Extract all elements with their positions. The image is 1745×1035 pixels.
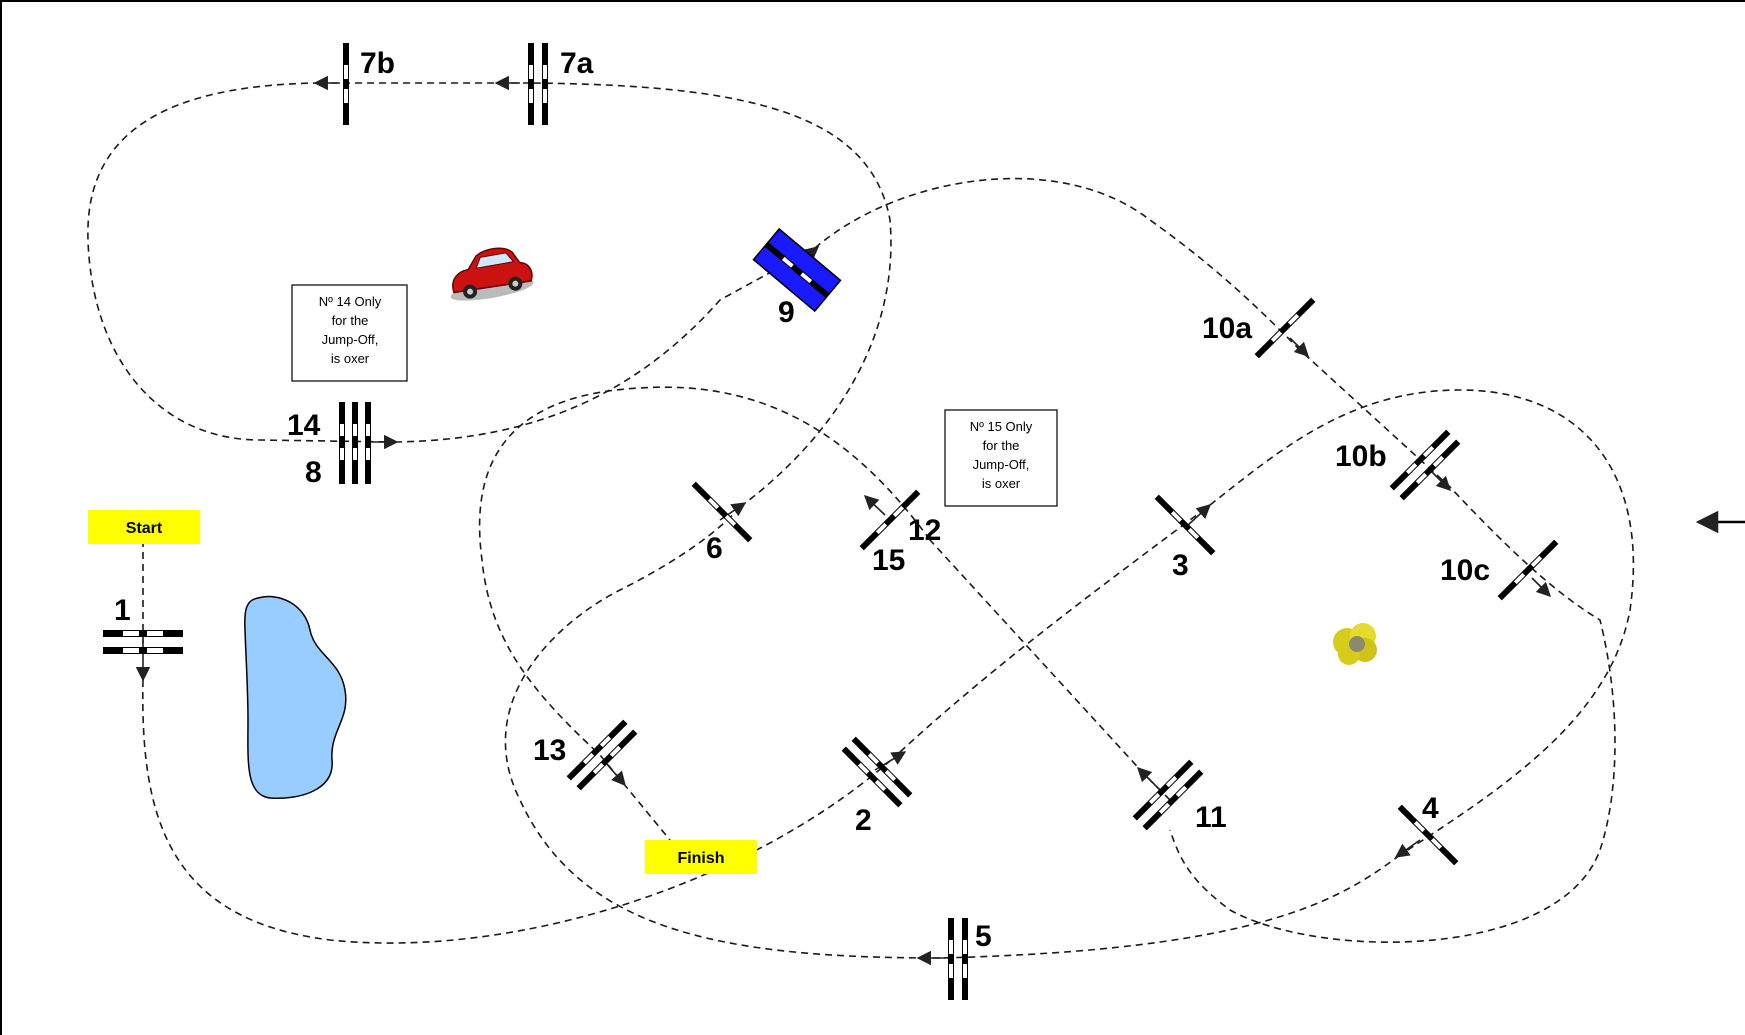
jump-4-fence — [1397, 804, 1459, 866]
jump-9-fence — [752, 227, 842, 313]
jump-10c-fence — [1497, 539, 1559, 601]
note-jump-14: Nº 14 Only for the Jump-Off, is oxer — [291, 284, 408, 382]
arrow-10c — [1531, 577, 1552, 598]
jump-number-8: 8 — [305, 456, 322, 489]
arrow-11 — [1136, 766, 1161, 791]
jump-number-10c: 10c — [1440, 554, 1490, 587]
note-14-line-1: Nº 14 Only — [319, 294, 382, 309]
arrow-13 — [604, 761, 626, 787]
jump-number-4: 4 — [1422, 792, 1439, 825]
arrow-12 — [863, 495, 886, 516]
finish-label-text: Finish — [677, 850, 724, 867]
arrow-3 — [1187, 504, 1212, 526]
finish-label: Finish — [645, 840, 757, 874]
route-9-to-10 — [814, 177, 1616, 943]
jump-number-7a: 7a — [560, 47, 594, 80]
jump-number-11: 11 — [1195, 801, 1227, 834]
route-12-to-13 — [478, 386, 931, 841]
jump-number-10b: 10b — [1335, 440, 1387, 473]
route-2-to-3 — [899, 504, 1211, 753]
jump-number-13: 13 — [533, 734, 566, 767]
jump-2-fence — [841, 736, 913, 808]
jump-number-7b: 7b — [360, 47, 395, 80]
note-14-line-4: is oxer — [331, 351, 370, 366]
jump-number-15: 15 — [872, 544, 905, 577]
jump-10a-fence — [1254, 297, 1316, 359]
jump-13-fence — [566, 719, 638, 791]
jump-number-6: 6 — [706, 532, 723, 565]
jump-7a-fence — [528, 43, 548, 125]
jump-number-3: 3 — [1172, 549, 1189, 582]
pond-icon — [244, 595, 347, 799]
note-15-line-4: is oxer — [982, 476, 1021, 491]
jump-7b-fence — [343, 43, 349, 125]
jump-number-2: 2 — [855, 804, 872, 837]
arrow-10a — [1289, 337, 1310, 358]
jump-1-fence — [103, 630, 183, 654]
car-icon — [450, 247, 534, 301]
bush-icon — [1333, 623, 1377, 665]
jump-number-12: 12 — [908, 514, 941, 547]
jump-10b-fence — [1389, 429, 1461, 501]
note-14-line-2: for the — [332, 313, 369, 328]
jump-number-9: 9 — [778, 296, 795, 329]
jump-number-1: 1 — [114, 594, 131, 627]
arrow-10b — [1429, 469, 1452, 492]
jump-6-fence — [691, 481, 753, 543]
jump-5-fence — [948, 918, 968, 1000]
jump-number-10a: 10a — [1202, 312, 1252, 345]
note-15-line-1: Nº 15 Only — [970, 419, 1033, 434]
route-4-to-5 — [939, 854, 1401, 959]
jump-number-5: 5 — [975, 920, 992, 953]
route-1-to-2 — [142, 679, 901, 944]
note-15-line-2: for the — [983, 438, 1020, 453]
route-3-to-4 — [1209, 389, 1635, 856]
jump-11-fence — [1132, 759, 1204, 831]
jump-3-fence — [1154, 494, 1216, 556]
jump-number-14: 14 — [287, 409, 321, 442]
start-label-text: Start — [126, 520, 163, 537]
note-14-line-3: Jump-Off, — [322, 332, 379, 347]
arrow-4 — [1394, 839, 1421, 858]
start-label: Start — [88, 510, 200, 544]
jump-12-15-fence — [859, 489, 921, 551]
route-7b-to-8 — [87, 82, 396, 443]
note-15-line-3: Jump-Off, — [973, 457, 1030, 472]
jump-8-14-fence — [339, 402, 371, 484]
route-11-to-12 — [929, 539, 1171, 801]
route-6-to-9 — [529, 82, 892, 508]
route-5-to-6 — [504, 506, 941, 959]
note-jump-15: Nº 15 Only for the Jump-Off, is oxer — [944, 409, 1058, 507]
